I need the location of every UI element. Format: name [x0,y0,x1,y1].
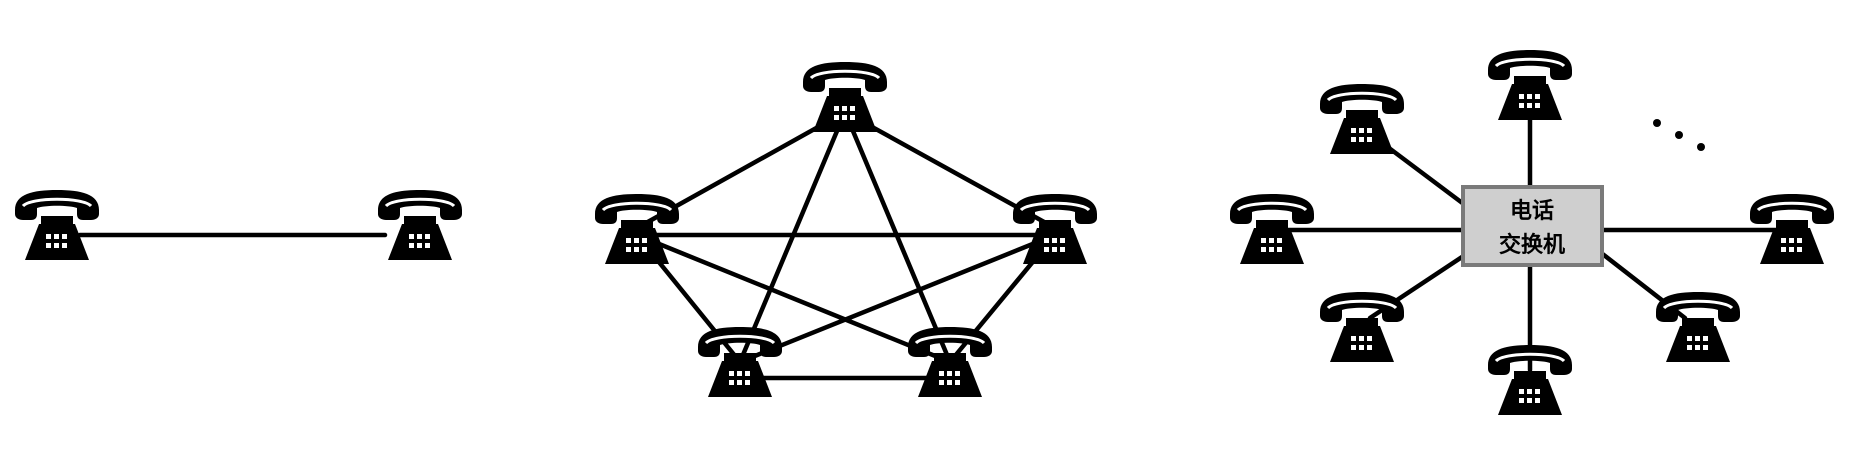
telephone-icon [376,188,464,262]
star-topology: 电话 交换机 [1228,48,1836,417]
telephone-icon [1486,343,1574,417]
telephone-icon [593,192,681,266]
telephone-switch: 电话 交换机 [1461,185,1604,267]
telephone-icon [696,325,784,399]
switch-label-line1: 电话 [1510,199,1554,224]
switch-label-line2: 交换机 [1499,232,1565,258]
telephone-icon [13,188,101,262]
full-mesh-topology [593,60,1099,399]
mesh-link [634,232,953,365]
telephone-icon [906,325,994,399]
mesh-link [737,232,1058,365]
telephone-icon [1011,192,1099,266]
telephone-icon [1318,290,1406,364]
telephone-icon [801,60,889,134]
telephone-icon [1654,290,1742,364]
telephone-icon [1318,82,1406,156]
point-to-point-topology [13,188,464,262]
ellipsis-icon [1653,119,1705,151]
telephone-icon [1486,48,1574,122]
